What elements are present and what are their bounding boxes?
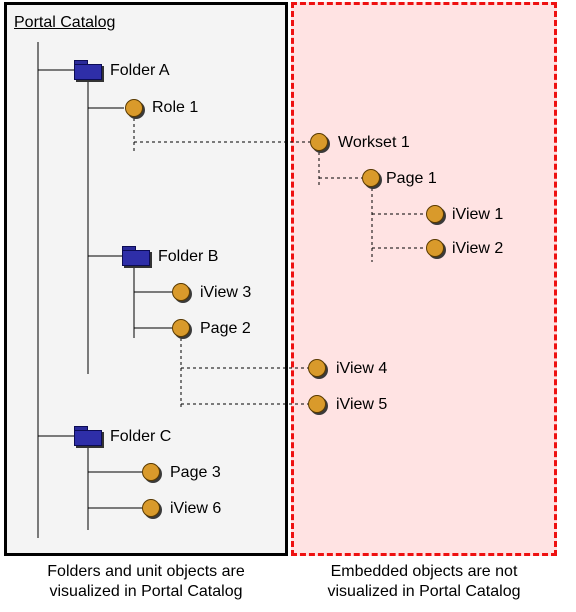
right-caption-line-1: Embedded objects are not <box>330 563 518 580</box>
page-2-label: Page 2 <box>200 320 251 337</box>
folder-icon <box>122 246 150 266</box>
iview-3-label: iView 3 <box>200 284 252 301</box>
left-caption-line-1: Folders and unit objects are <box>47 563 245 580</box>
iview-5-node-icon <box>308 395 326 413</box>
workset-1-label: Workset 1 <box>338 134 410 151</box>
page-3-node-icon <box>142 463 160 481</box>
iview-1-label: iView 1 <box>452 206 504 223</box>
right-caption: Embedded objects are not visualized in P… <box>291 562 557 602</box>
iview-4-node-icon <box>308 359 326 377</box>
left-caption: Folders and unit objects are visualized … <box>4 562 288 602</box>
role-1-label: Role 1 <box>152 99 199 116</box>
iview-3-node-icon <box>172 283 190 301</box>
iview-4-label: iView 4 <box>336 360 388 377</box>
page-3-label: Page 3 <box>170 464 221 481</box>
page-1-label: Page 1 <box>386 170 437 187</box>
folder-icon <box>74 60 102 80</box>
iview-6-node-icon <box>142 499 160 517</box>
right-caption-line-2: visualized in Portal Catalog <box>327 583 521 600</box>
iview-6-label: iView 6 <box>170 500 222 517</box>
iview-5-label: iView 5 <box>336 396 388 413</box>
iview-2-label: iView 2 <box>452 240 504 257</box>
embedded-objects-panel <box>291 2 557 556</box>
workset-1-node-icon <box>310 133 328 151</box>
folder-b-label: Folder B <box>158 248 219 265</box>
folder-a-label: Folder A <box>110 62 170 79</box>
role-1-node-icon <box>125 99 143 117</box>
iview-2-node-icon <box>426 239 444 257</box>
page-1-node-icon <box>362 169 380 187</box>
folder-icon <box>74 426 102 446</box>
iview-1-node-icon <box>426 205 444 223</box>
portal-catalog-title: Portal Catalog <box>14 14 116 31</box>
folder-c-label: Folder C <box>110 428 172 445</box>
left-caption-line-2: visualized in Portal Catalog <box>49 583 243 600</box>
page-2-node-icon <box>172 319 190 337</box>
